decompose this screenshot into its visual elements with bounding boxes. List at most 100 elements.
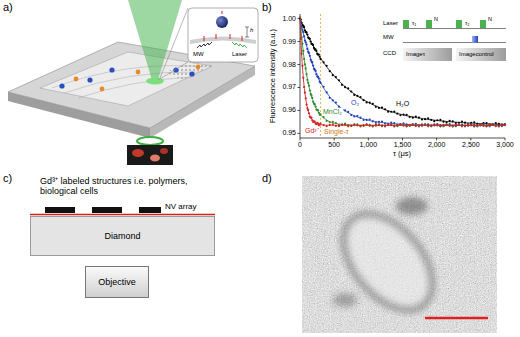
decay-series xyxy=(299,17,506,127)
node-text: Objective xyxy=(98,277,136,287)
particle xyxy=(189,71,194,76)
decay-series xyxy=(299,17,506,126)
tick-mark xyxy=(368,138,369,141)
fit-curve xyxy=(300,19,505,126)
curve-label: MnCl₂ xyxy=(322,108,343,116)
tick-mark xyxy=(402,138,403,141)
cell xyxy=(132,149,144,157)
labeled-structure xyxy=(92,207,122,213)
mw-wave xyxy=(197,42,212,48)
laser-beam xyxy=(128,0,182,80)
tick-mark xyxy=(300,138,301,141)
tick-label: 0.96 xyxy=(282,106,296,114)
mw-baseline xyxy=(403,42,506,43)
tick-mark xyxy=(334,138,335,141)
repeat-label: N xyxy=(488,16,492,22)
layer-label: NV array xyxy=(165,202,197,211)
axis-title: Fluorescence intensity (a.u.) xyxy=(269,29,278,123)
chip-illustration xyxy=(8,0,258,165)
tick-mark xyxy=(298,133,301,134)
cell-blob xyxy=(327,197,448,325)
fit-curve xyxy=(300,19,505,126)
tick-label: 0.95 xyxy=(282,129,296,137)
curve-label: Gd³⁺ xyxy=(304,127,320,135)
height-bracket xyxy=(247,27,248,37)
laser-spot xyxy=(146,78,164,85)
panel-label: a) xyxy=(3,1,13,14)
cell xyxy=(150,155,160,162)
fit-curve xyxy=(300,19,505,126)
tick-label: 1.00 xyxy=(282,15,296,23)
flow-line xyxy=(64,72,200,93)
timing-inset xyxy=(380,14,508,64)
decay-series xyxy=(299,17,506,128)
particle xyxy=(74,77,79,82)
noise-image xyxy=(302,176,497,333)
substrate-box: Diamond xyxy=(30,216,215,256)
zoom-line xyxy=(160,8,188,78)
channel-name: CCD xyxy=(383,50,396,57)
tick-label: 0 xyxy=(298,141,302,149)
curve-label: H₂O xyxy=(395,100,410,108)
tick-label: 2,500 xyxy=(462,141,480,149)
flow-line xyxy=(78,77,192,98)
curve-label: O₂ xyxy=(350,99,360,107)
particle xyxy=(136,70,141,75)
inset-ground xyxy=(380,14,508,64)
ccd-frame xyxy=(456,48,506,61)
gd-particle xyxy=(216,16,228,28)
channel-name: Laser xyxy=(383,20,398,27)
diamond-surface xyxy=(190,37,256,45)
panel-label: c) xyxy=(3,172,12,185)
tick-mark xyxy=(298,87,301,88)
particle xyxy=(59,83,64,88)
labeled-structure xyxy=(139,207,161,213)
dimension-label: h xyxy=(250,27,253,34)
tick-mark xyxy=(505,138,506,141)
inset-frame xyxy=(188,8,258,62)
cell-image xyxy=(127,145,173,165)
laser-baseline xyxy=(403,28,506,29)
laser-pulse xyxy=(480,20,486,28)
frame-label: Imagecontrol xyxy=(459,51,494,58)
laser-pulse xyxy=(426,20,432,28)
tick-label: 0.97 xyxy=(282,83,296,91)
tick-mark xyxy=(298,110,301,111)
tick-label: 3,000 xyxy=(496,141,514,149)
laser-wave xyxy=(232,42,247,48)
tick-mark xyxy=(470,138,471,141)
tick-mark xyxy=(298,41,301,42)
tick-label: 0.99 xyxy=(282,38,296,46)
objective-box: Objective xyxy=(85,266,149,298)
delay-label: τ₂ xyxy=(465,20,470,27)
nv-spin xyxy=(216,34,217,39)
labeled-structure xyxy=(45,207,75,213)
flow-channel xyxy=(40,52,212,106)
particle xyxy=(196,65,201,70)
tick-label: 2,000 xyxy=(428,141,446,149)
tick-mark xyxy=(298,18,301,19)
decay-chart xyxy=(298,14,507,141)
tick-label: 1,500 xyxy=(394,141,412,149)
laser-pulse xyxy=(403,20,409,28)
annotation: Gd³⁺ labeled structures i.e. polymers, b… xyxy=(40,176,190,197)
delay-label: τ₁ xyxy=(412,20,416,27)
inset-label: Laser xyxy=(232,51,247,58)
axis-title: τ (μs) xyxy=(393,150,411,159)
dark-spot xyxy=(396,197,428,215)
panel-label: b) xyxy=(262,1,272,14)
repeat-label: N xyxy=(434,16,438,22)
particle xyxy=(109,67,114,72)
particle xyxy=(87,77,92,82)
tick-label: 0.98 xyxy=(282,60,296,68)
marker-label: Single-τ xyxy=(323,128,350,136)
single-tau-line xyxy=(320,14,321,138)
nv-spin xyxy=(204,36,205,41)
height-bracket xyxy=(245,37,249,38)
cell xyxy=(160,148,168,154)
tick-label: 1,000 xyxy=(360,141,378,149)
microscope-image xyxy=(302,176,497,333)
decay-series xyxy=(299,17,506,128)
